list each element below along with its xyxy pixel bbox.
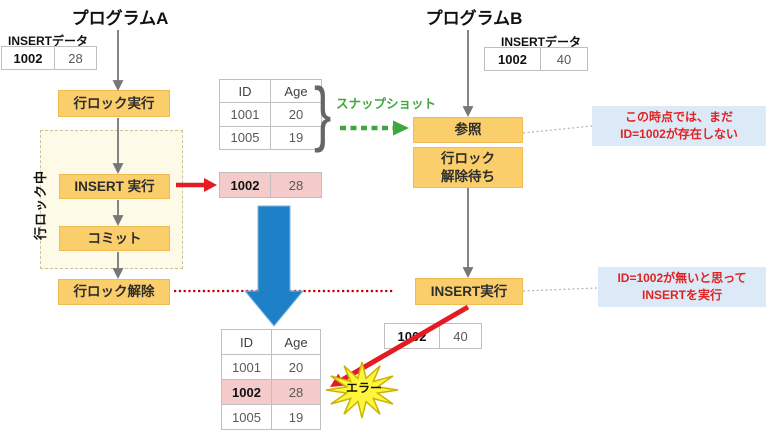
step-wait-unlock: 行ロック 解除待ち (413, 147, 523, 188)
program-a-insert-data-table: 1002 28 (1, 46, 97, 70)
error-label: エラー (345, 381, 382, 395)
step-row-unlock: 行ロック解除 (58, 279, 170, 305)
big-blue-arrow (243, 205, 305, 327)
step-insert-exec-a: INSERT 実行 (59, 174, 170, 199)
step-commit: コミット (59, 226, 170, 251)
table-cell: 20 (270, 102, 322, 127)
result-table: ID Age 1001 20 1002 28 1005 19 (221, 329, 321, 430)
note-line: ID=1002が無いと思って (617, 270, 747, 285)
table-cell: 28 (54, 46, 97, 70)
note-line: この時点では、まだ (624, 109, 733, 124)
table-cell: 1002 (219, 172, 271, 198)
snapshot-arrow (340, 120, 409, 136)
table-cell: 1005 (219, 125, 271, 150)
note-connectors (522, 125, 598, 292)
program-b-insert-data-table: 1002 40 (484, 47, 588, 71)
table-cell: 1002 (1, 46, 55, 70)
note-line: INSERTを実行 (641, 288, 722, 302)
note-insert-assumption: ID=1002が無いと思って INSERTを実行 (598, 267, 766, 307)
table-cell: 28 (271, 379, 321, 405)
table-cell: 20 (271, 354, 321, 380)
table-cell: 1001 (219, 102, 271, 127)
table-cell: 1002 (484, 47, 541, 71)
note-not-exist-yet: この時点では、まだ ID=1002が存在しない (592, 106, 766, 146)
step-wait-line2: 解除待ち (441, 168, 495, 184)
table-cell: 19 (270, 125, 322, 150)
table-header-cell: ID (219, 79, 271, 104)
table-cell: 40 (439, 323, 482, 349)
b-insert-row-table: 1002 40 (384, 323, 482, 349)
program-a-insert-data-label: INSERTデータ (8, 34, 89, 48)
table-cell: 1002 (221, 379, 272, 405)
table-header-cell: Age (271, 329, 321, 355)
step-row-lock-exec: 行ロック実行 (58, 90, 170, 117)
snapshot-label: スナップショット (336, 97, 437, 111)
table-cell: 1005 (221, 404, 272, 430)
table-cell: 19 (271, 404, 321, 430)
inserted-row-table: 1002 28 (219, 172, 322, 198)
step-wait-line1: 行ロック (441, 150, 495, 166)
program-b-title: プログラムB (425, 9, 523, 28)
step-select: 参照 (413, 117, 523, 143)
snapshot-brace: } (314, 73, 332, 154)
table-cell: 40 (540, 47, 588, 71)
step-insert-exec-b: INSERT実行 (415, 278, 523, 305)
table-cell: 1002 (384, 323, 440, 349)
lock-region-label: 行ロック中 (33, 170, 48, 241)
table-cell: 28 (270, 172, 322, 198)
program-a-title: プログラムA (71, 9, 169, 28)
note-line: ID=1002が存在しない (620, 127, 738, 141)
table-header-cell: Age (270, 79, 322, 104)
program-b-insert-data-label: INSERTデータ (501, 35, 582, 49)
table-header-cell: ID (221, 329, 272, 355)
table-cell: 1001 (221, 354, 272, 380)
snapshot-table: ID Age 1001 20 1005 19 (219, 79, 322, 150)
